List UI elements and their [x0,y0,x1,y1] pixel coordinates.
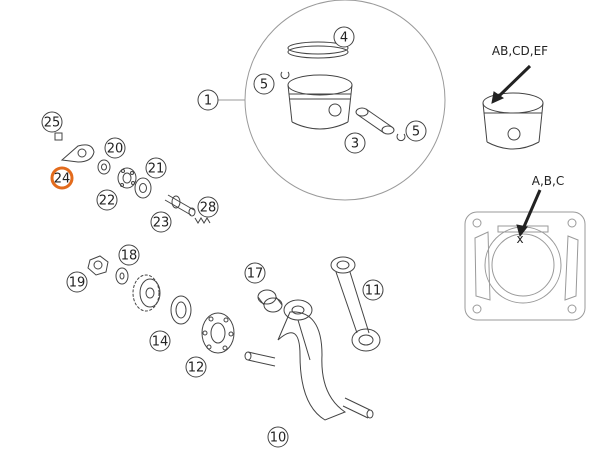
callout-14: 14 [149,330,171,352]
piston-pin [355,107,395,135]
cylinder-mark-detail [464,189,586,321]
callout-5: 5 [253,73,275,95]
callout-label: 5 [412,125,420,140]
callout-circle [185,356,207,378]
callout-20: 20 [104,137,126,159]
callout-11: 11 [362,279,384,301]
callout-label: 10 [270,431,287,446]
small-parts-group [54,132,211,224]
callout-12: 12 [185,356,207,378]
callout-4: 4 [333,26,355,48]
circlip-left [280,71,290,80]
part-23-shaft [164,194,196,217]
callout-label: 12 [188,361,205,376]
callout-circle [333,26,355,48]
callout-circle [41,111,63,133]
crank-group [244,256,381,421]
callout-label: 18 [121,249,138,264]
callout-22: 22 [96,189,118,211]
piston-detail [482,92,544,150]
callout-label: 3 [351,137,359,152]
callout-label: 1 [204,94,212,109]
callout-circle [118,244,140,266]
callout-label: 21 [148,162,165,177]
callout-circle [197,89,219,111]
callout-circle [50,166,74,190]
callout-label: 14 [152,335,169,350]
cylinder-x-mark: x [516,232,523,246]
piston-ring-2 [287,45,349,59]
gear-wheel [132,274,161,312]
piston-ring-1 [287,41,349,55]
callout-circle [362,279,384,301]
piston-mark-arrow [495,64,532,100]
part-20-washer [97,159,111,175]
part-12-bearing [201,312,235,354]
part-24-lever [60,144,95,163]
callout-circle [145,157,167,179]
callout-label: 19 [69,276,86,291]
callout-label: 17 [247,267,264,282]
part-14-seal [170,295,192,325]
callout-circle [405,120,427,142]
callout-layer: 1 3 4 5 5 10 11 12 14 17 18 19 20 21 22 23 24 25 28 [41,26,427,448]
callout-25: 25 [41,111,63,133]
part-19-nut [87,255,109,276]
callout-17: 17 [244,262,266,284]
piston [287,74,353,130]
callout-circle [150,211,172,233]
callout-label: 24 [54,172,71,187]
part-18-washer [115,267,129,285]
callout-3: 3 [344,132,366,154]
callout-circle [104,137,126,159]
callout-21: 21 [145,157,167,179]
callout-5: 5 [405,120,427,142]
callout-label: 4 [340,31,348,46]
cylinder-detail [464,211,586,321]
callout-label: 23 [153,216,170,231]
callout-label: 11 [365,284,382,299]
cylinder-mark-label: A,B,C [532,174,564,188]
callout-circle [267,426,289,448]
part-11-connecting-rod [330,256,381,352]
callout-circle [344,132,366,154]
circlip-right [396,133,406,142]
callout-label: 5 [260,78,268,93]
gear-group [87,255,235,354]
callout-label: 28 [200,201,217,216]
callout-1: 1 [197,89,219,111]
callout-label: 20 [107,142,124,157]
part-28-spring [194,217,211,224]
part-21-bearing [134,177,152,199]
piston-mark-label: AB,CD,EF [492,44,548,58]
part-22-bearing [117,167,137,189]
callout-circle [244,262,266,284]
callout-24: 24 [50,166,74,190]
callout-28: 28 [197,196,219,218]
piston-mark-detail [482,64,544,150]
part-10-crankshaft [244,299,374,421]
callout-circle [149,330,171,352]
callout-19: 19 [66,271,88,293]
callout-18: 18 [118,244,140,266]
callout-circle [66,271,88,293]
piston-mark-arrowhead [491,91,505,104]
cylinder-mark-arrow [521,189,542,230]
part-17-needle-bearing [257,289,283,313]
cylinder-mark-arrowhead [516,224,528,238]
callout-10: 10 [267,426,289,448]
callout-circle [253,73,275,95]
callout-label: 25 [44,116,61,131]
callout-circle [197,196,219,218]
piston-group [218,0,446,201]
part-25-nut [54,132,63,141]
callout-label: 22 [99,194,116,209]
callout-23: 23 [150,211,172,233]
callout-circle [96,189,118,211]
